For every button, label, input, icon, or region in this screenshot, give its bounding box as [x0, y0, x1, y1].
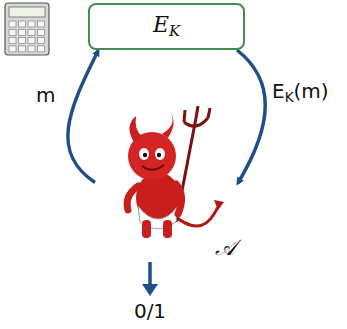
curved-arrow [237, 50, 265, 183]
output-label: 0/1 [134, 300, 166, 322]
curved-arrow [68, 51, 98, 183]
encryption-oracle-box: EK [88, 3, 245, 50]
adversary-label: 𝒜 [215, 236, 236, 260]
output-arrow [148, 262, 152, 286]
adversary-figure: 𝒜 [95, 105, 240, 260]
edge-label: m [36, 84, 55, 106]
calculator-icon [5, 3, 49, 55]
edge-label: EK(m) [272, 80, 329, 105]
box-label: EK [153, 13, 180, 40]
output-arrowhead [142, 284, 158, 296]
devil-figure [127, 106, 224, 238]
